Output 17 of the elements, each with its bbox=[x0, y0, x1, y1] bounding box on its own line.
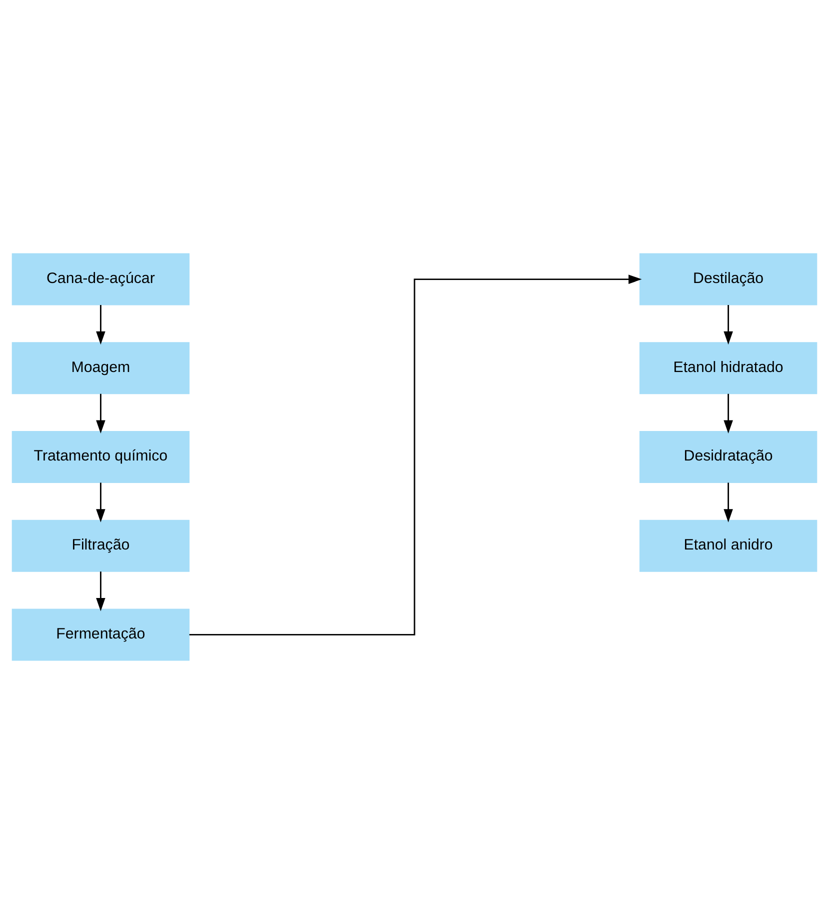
arrow bbox=[189, 274, 642, 636]
node-box: Desidratação bbox=[639, 431, 818, 483]
arrow bbox=[724, 482, 733, 522]
arrow bbox=[96, 394, 106, 434]
node-box: Filtração bbox=[12, 520, 190, 572]
node-box: Etanol hidratado bbox=[639, 342, 818, 394]
node-box: Etanol anidro bbox=[639, 520, 818, 572]
arrow bbox=[96, 305, 106, 345]
node-box: Tratamento químico bbox=[12, 431, 190, 483]
node-box: Cana-de-açúcar bbox=[12, 253, 190, 306]
arrow bbox=[724, 305, 733, 345]
node-box: Destilação bbox=[639, 253, 818, 306]
node-box: Moagem bbox=[12, 342, 190, 394]
arrow bbox=[96, 482, 106, 522]
node-box: Fermentação bbox=[12, 608, 190, 661]
arrow bbox=[96, 572, 106, 612]
arrow bbox=[724, 394, 733, 434]
